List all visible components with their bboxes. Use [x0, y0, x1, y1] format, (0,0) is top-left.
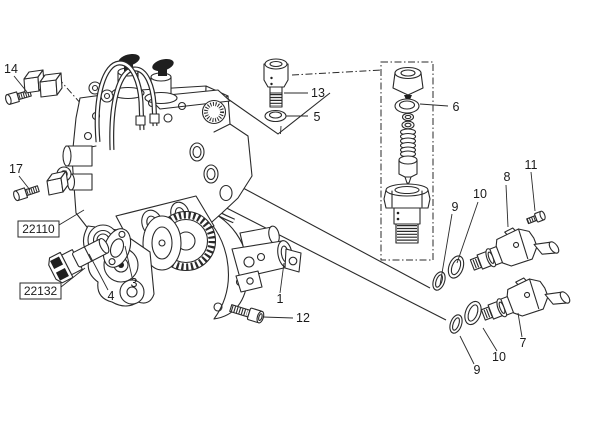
part-5-washer-drawing: [264, 109, 287, 123]
part-8-solenoid-drawing: [465, 215, 561, 284]
leader-lines: [13, 75, 536, 365]
callout-9-upper: 9: [452, 200, 459, 214]
part-9-oring-drawing-upper: [432, 271, 446, 291]
pump-assembly-drawing: [62, 53, 302, 320]
callout-5: 5: [314, 110, 321, 124]
part-11-screw-drawing: [526, 210, 546, 225]
part-ref-22132-label: 22132: [24, 284, 58, 298]
part-ref-22110-label: 22110: [22, 222, 55, 236]
callout-3: 3: [131, 276, 138, 290]
callout-10-upper: 10: [473, 187, 487, 201]
callout-7: 7: [520, 336, 527, 350]
callout-14: 14: [4, 62, 18, 76]
callout-11: 11: [525, 158, 538, 172]
part-6-valve-assembly-drawing: [383, 66, 431, 244]
part-10-oring-drawing-lower: [464, 300, 482, 326]
part-14-clamp-drawing: [5, 69, 63, 105]
part-12-bolt-drawing: [229, 304, 265, 324]
callout-9-lower: 9: [474, 363, 481, 377]
callout-10-lower: 10: [492, 350, 506, 364]
callout-12: 12: [296, 311, 310, 325]
callouts: 14 17 13 5 6 9 10 8 11 1 12 3 4 9 10 7: [4, 62, 537, 377]
part-17-clamp-drawing: [13, 166, 72, 202]
part-10-oring-drawing-upper: [447, 255, 465, 279]
part-13-valve-bolt-drawing: [263, 58, 289, 108]
callout-1: 1: [277, 292, 284, 306]
part-9-oring-drawing-lower: [449, 314, 463, 334]
part-3-flange-drawing: [102, 228, 132, 268]
callout-13: 13: [311, 86, 325, 100]
callout-4: 4: [108, 289, 115, 303]
valve-assembly-box: [380, 61, 434, 261]
callout-8: 8: [504, 170, 511, 184]
callout-17: 17: [9, 162, 23, 176]
part-4-sensor-drawing: [48, 237, 110, 284]
callout-6: 6: [453, 100, 460, 114]
part-ref-box-22110[interactable]: 22110: [17, 220, 60, 238]
part-ref-box-22132[interactable]: 22132: [19, 282, 62, 300]
part-7-solenoid-drawing: [476, 265, 572, 334]
